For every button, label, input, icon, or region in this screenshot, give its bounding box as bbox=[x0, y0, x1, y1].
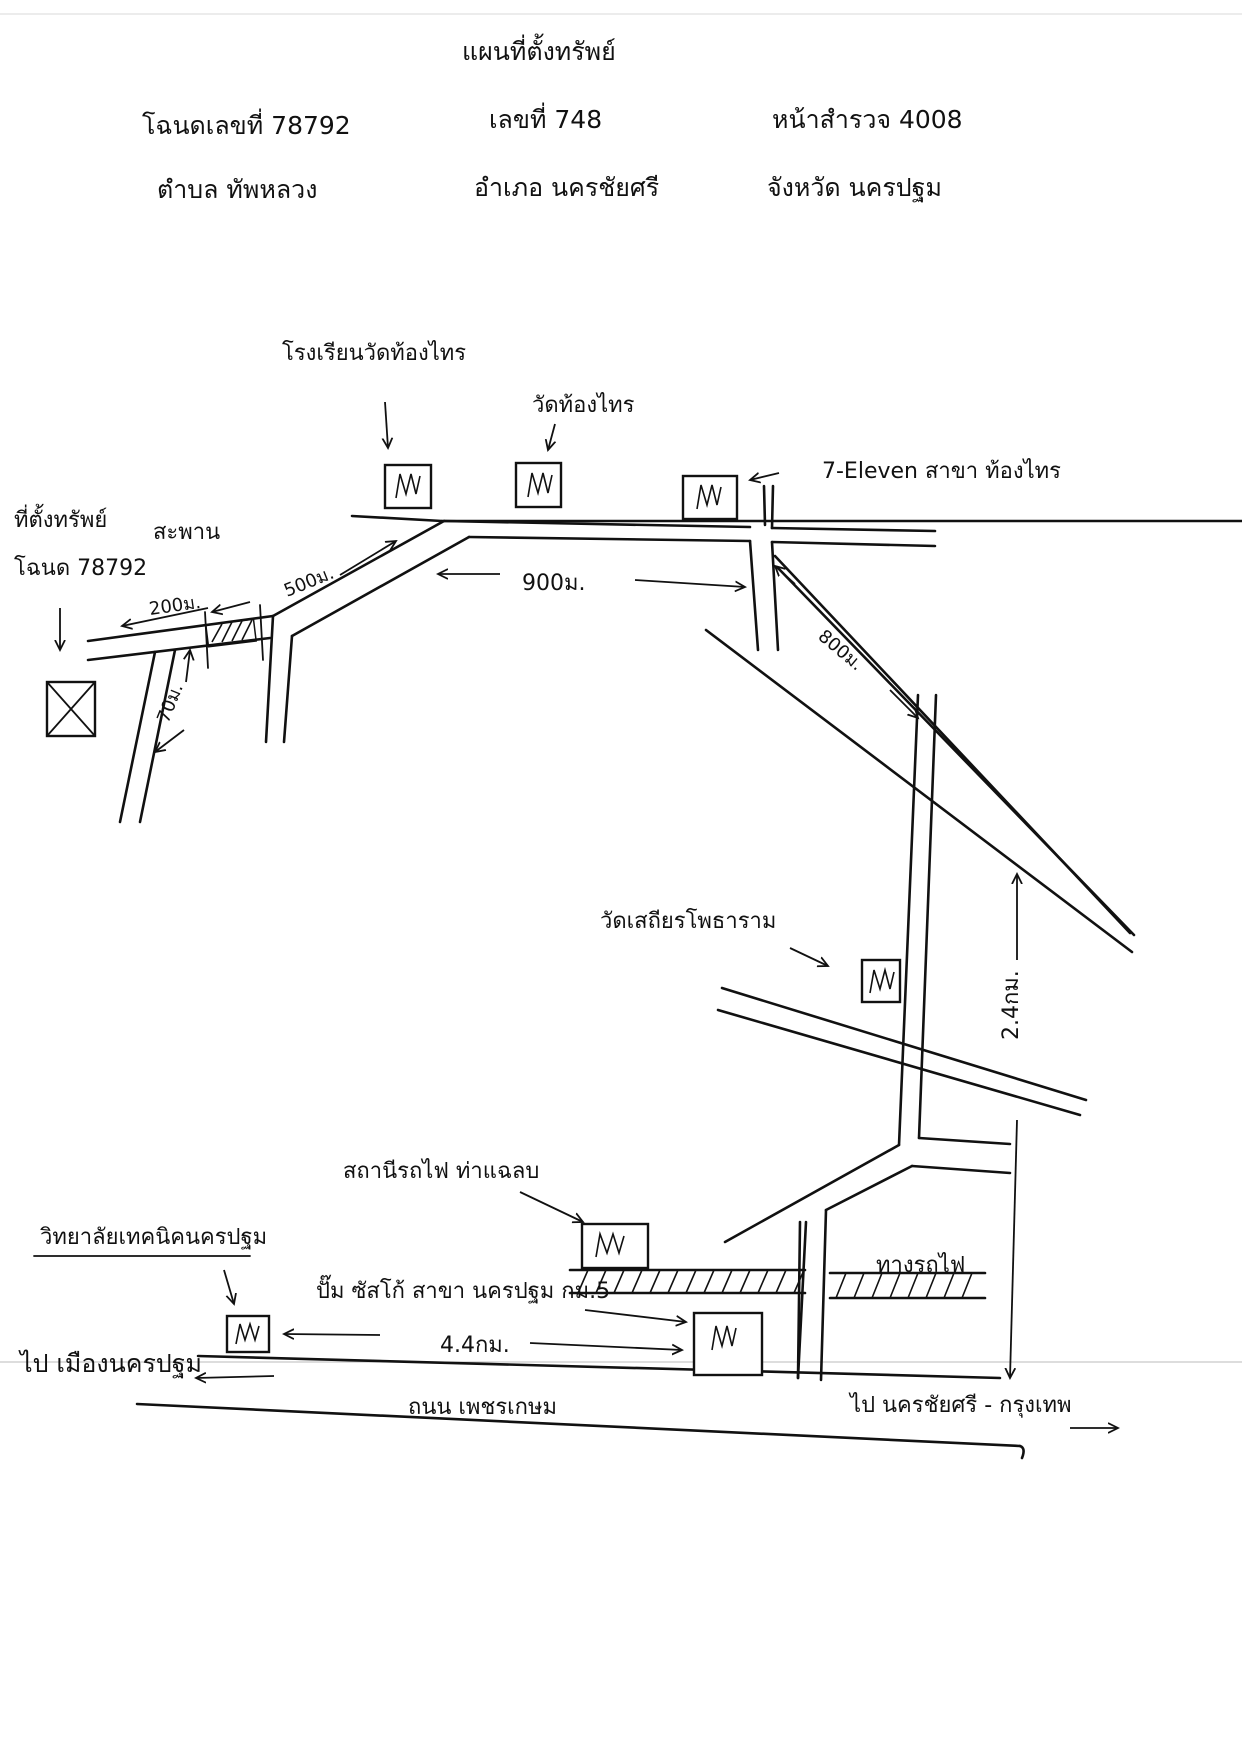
distance-70m: 70ม. bbox=[153, 680, 188, 725]
bridge-marker bbox=[204, 604, 264, 669]
bridge-label: สะพาน bbox=[153, 520, 220, 545]
province: จังหวัด นครปฐม bbox=[767, 173, 942, 202]
seven-eleven-label: 7-Eleven สาขา ท้องไทร bbox=[822, 458, 1061, 484]
railway-track bbox=[577, 1269, 973, 1299]
temple2-building-icon bbox=[860, 958, 902, 1004]
pointer-arrows bbox=[60, 401, 1118, 1428]
gas-station-label: ปั๊ม ซัสโก้ สาขา นครปฐม กม.5 bbox=[316, 1274, 610, 1304]
distance-2-4km: 2.4กม. bbox=[999, 970, 1024, 1040]
survey-page: หน้าสำรวจ 4008 bbox=[772, 105, 963, 134]
station-building-icon bbox=[580, 1222, 650, 1270]
dimension-arrows bbox=[122, 541, 1017, 1378]
distance-900m: 900ม. bbox=[522, 571, 586, 596]
subdistrict: ตำบล ทัพหลวง bbox=[157, 175, 317, 204]
temple2-label: วัดเสถียรโพธาราม bbox=[600, 908, 776, 934]
college-label: วิทยาลัยเทคนิคนครปฐม bbox=[39, 1225, 267, 1250]
railway-label: ทางรถไฟ bbox=[876, 1252, 965, 1278]
temple-label: วัดท้องไทร bbox=[532, 392, 635, 418]
gas-station-building-icon bbox=[692, 1311, 764, 1377]
to-bkk-label: ไป นครชัยศรี - กรุงเทพ bbox=[848, 1392, 1072, 1418]
road-network bbox=[86, 484, 1242, 1460]
distance-4-4km: 4.4กม. bbox=[440, 1333, 510, 1358]
school-building-icon bbox=[383, 463, 433, 510]
land-number: เลขที่ 748 bbox=[489, 102, 602, 134]
deed-number: โฉนดเลขที่ 78792 bbox=[142, 108, 351, 140]
map-title: แผนที่ตั้งทรัพย์ bbox=[462, 33, 616, 66]
property-deed-label: โฉนด 78792 bbox=[14, 555, 147, 581]
temple-building-icon bbox=[514, 461, 563, 509]
to-city-label: ไป เมืองนครปฐม bbox=[18, 1349, 202, 1378]
station-label: สถานีรถไฟ ท่าแฉลบ bbox=[343, 1158, 539, 1184]
property-marker-icon bbox=[45, 680, 97, 738]
college-building-icon bbox=[225, 1314, 271, 1354]
school-label: โรงเรียนวัดท้องไทร bbox=[282, 340, 466, 366]
highway-label: ถนน เพชรเกษม bbox=[408, 1395, 557, 1420]
district: อำเภอ นครชัยศรี bbox=[474, 173, 659, 202]
seven-eleven-building-icon bbox=[681, 474, 739, 521]
property-label: ที่ตั้งทรัพย์ bbox=[14, 504, 107, 533]
